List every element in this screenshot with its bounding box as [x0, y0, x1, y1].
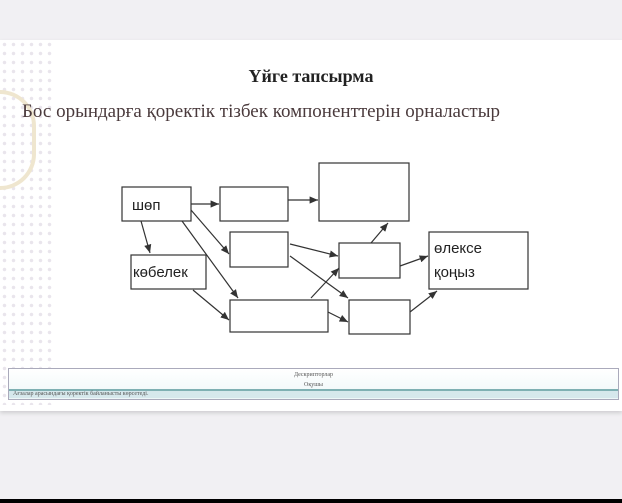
slide-title: Үйге тапсырма [248, 66, 374, 86]
table-row: Ағзалар арасындағы қоректік байланысты к… [9, 389, 618, 398]
blank-box-5[interactable] [229, 299, 329, 333]
label-olekse: өлексе [434, 240, 482, 257]
label-shop: шөп [132, 197, 161, 214]
box-olekse [428, 231, 529, 290]
blank-box-1[interactable] [219, 186, 289, 222]
box-kobelek [130, 254, 207, 290]
blank-box-4[interactable] [338, 242, 401, 279]
arrows [140, 196, 438, 323]
label-konyz: қоңыз [434, 264, 475, 281]
table-subheader: Оқушы [304, 382, 323, 388]
slide [0, 40, 622, 411]
label-kobelek: көбелек [133, 264, 188, 281]
blank-box-2[interactable] [318, 162, 410, 222]
descriptor-table: Дескрипторлар Оқушы Ағзалар арасындағы қ… [8, 368, 619, 400]
bottom-bar [0, 499, 622, 503]
table-header: Дескрипторлар [293, 372, 334, 378]
slide-subtitle: Бос орындарға қоректік тізбек компонентт… [22, 101, 500, 122]
blank-box-6[interactable] [348, 299, 411, 335]
blank-box-3[interactable] [229, 231, 289, 268]
